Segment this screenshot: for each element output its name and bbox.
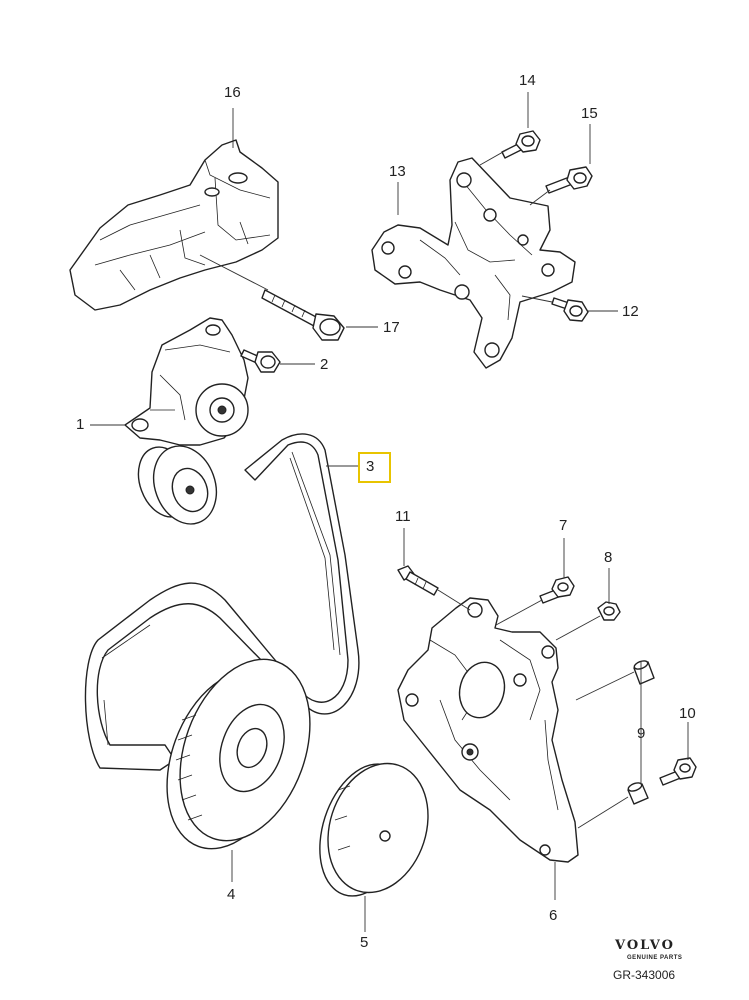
callout-9[interactable]: 9	[637, 725, 646, 742]
part-9-sleeve-lower	[627, 782, 649, 805]
callout-11[interactable]: 11	[395, 508, 411, 525]
part-13-bracket	[371, 157, 576, 369]
callout-6[interactable]: 6	[549, 907, 558, 924]
part-17-bolt	[261, 289, 345, 341]
part-7-bolt	[539, 576, 575, 604]
genuine-parts-label: GENUINE PARTS	[627, 955, 683, 961]
callout-17[interactable]: 17	[383, 319, 400, 336]
leader-lines	[90, 92, 689, 932]
callout-15[interactable]: 15	[581, 105, 598, 122]
part-14-bolt	[501, 130, 541, 159]
callout-7[interactable]: 7	[559, 517, 568, 534]
part-12-bolt	[551, 297, 589, 322]
callout-3-highlight	[358, 452, 391, 483]
part-10-bolt	[659, 757, 697, 786]
part-6-bracket	[397, 597, 579, 863]
part-1-belt-tensioner	[124, 317, 249, 525]
callout-2[interactable]: 2	[320, 356, 329, 373]
part-11-stud	[397, 565, 439, 596]
callout-8[interactable]: 8	[604, 549, 613, 566]
part-5-pulley-cover	[319, 762, 429, 897]
callout-5[interactable]: 5	[360, 934, 369, 951]
part-9-sleeve-upper	[633, 660, 655, 685]
callout-13[interactable]: 13	[389, 163, 406, 180]
callout-16[interactable]: 16	[224, 84, 241, 101]
volvo-logo: VOLVO	[615, 938, 675, 953]
callout-12[interactable]: 12	[622, 303, 639, 320]
callout-3[interactable]: 3	[366, 458, 375, 475]
part-16-mount-bracket	[69, 139, 279, 311]
part-8-nut	[597, 601, 621, 621]
part-2-bolt	[240, 349, 281, 373]
part-15-bolt	[545, 166, 593, 194]
document-number: GR-343006	[613, 968, 676, 982]
callout-10[interactable]: 10	[679, 705, 696, 722]
callout-4[interactable]: 4	[227, 886, 236, 903]
callout-1[interactable]: 1	[76, 416, 85, 433]
callout-14[interactable]: 14	[519, 72, 536, 89]
part-4-crank-pulley	[166, 658, 311, 850]
